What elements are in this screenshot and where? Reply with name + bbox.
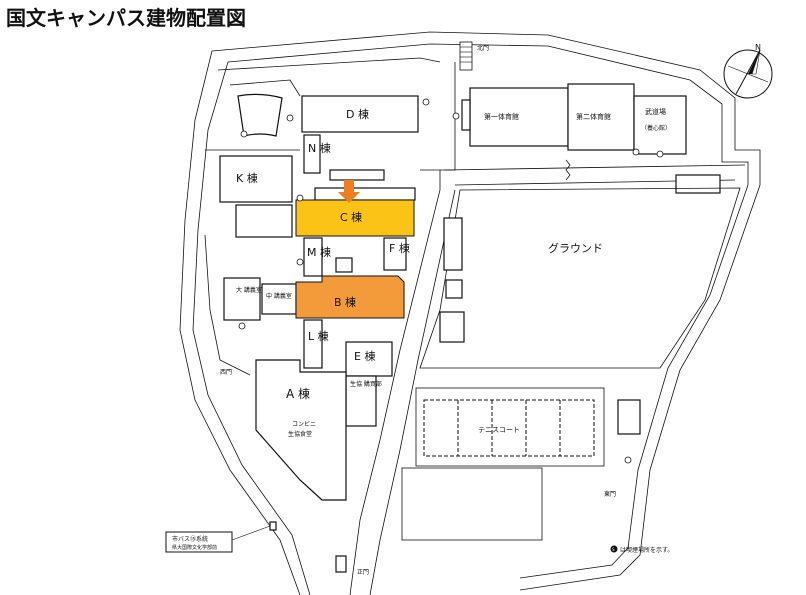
k-building: K 棟 xyxy=(219,155,293,238)
campus-boundary xyxy=(179,31,761,595)
smoking-icon xyxy=(240,130,248,138)
budojo-label: 武道場 xyxy=(645,107,666,116)
large-hall-label: 大 講義室 xyxy=(236,286,262,294)
m-building-label: M 棟 xyxy=(307,245,331,259)
smoking-icon xyxy=(422,98,430,106)
ground-building-2 xyxy=(445,279,463,299)
f-building-label: F 棟 xyxy=(389,241,410,255)
n-building: N 棟 xyxy=(303,134,331,174)
b-building: B 棟 xyxy=(295,275,405,319)
gym2-label: 第二体育館 xyxy=(576,112,611,121)
l-building: L 棟 xyxy=(303,319,329,369)
curved-annex xyxy=(237,93,283,137)
a-building-label: A 棟 xyxy=(286,386,310,401)
west-gate-label: 西門 xyxy=(220,369,232,376)
north-gate: 北門 xyxy=(459,41,489,71)
ground-building-1 xyxy=(443,217,463,271)
gym2-building: 第二体育館 xyxy=(567,83,635,151)
c-building-label: C 棟 xyxy=(340,210,362,224)
bus-shelter xyxy=(269,521,277,531)
convenience-label: コンビニ xyxy=(292,420,316,428)
cafeteria-label: 生協食堂 xyxy=(288,430,312,438)
smoking-icon xyxy=(238,322,246,330)
a-building: A 棟 コンビニ 生協食堂 xyxy=(255,359,347,501)
tennis-clubhouse xyxy=(617,399,641,435)
compass-rose: N xyxy=(723,43,773,99)
ground-area: グラウンド xyxy=(419,187,741,369)
e-building: E 棟 xyxy=(345,341,393,377)
smoking-icon xyxy=(296,194,304,202)
east-gate-label: 東門 xyxy=(604,490,616,498)
bus-stop-name: 県大国際文化学部前 xyxy=(172,544,217,551)
roads xyxy=(204,57,746,595)
smoking-icon xyxy=(656,150,664,158)
medium-hall-building: 中 講義室 xyxy=(261,283,297,315)
compass-north-label: N xyxy=(755,43,761,52)
smoking-icon xyxy=(624,456,632,464)
k-building-label: K 棟 xyxy=(236,171,258,185)
smoking-icon xyxy=(632,148,640,156)
b-building-label: B 棟 xyxy=(334,295,356,309)
medium-hall-label: 中 講義室 xyxy=(266,292,292,300)
north-gate-label: 北門 xyxy=(477,44,489,52)
smoking-icon xyxy=(286,114,294,122)
d-building: D 棟 xyxy=(301,95,419,133)
location-arrow xyxy=(338,180,360,203)
main-gate: 正門 xyxy=(335,555,369,576)
ground-storage xyxy=(675,174,721,194)
map-title: 国文キャンパス建物配置図 xyxy=(6,6,246,30)
stair-m xyxy=(335,257,353,273)
large-hall-building: 大 講義室 xyxy=(223,277,262,321)
budojo-building: 武道場 （養心館） xyxy=(633,95,687,155)
legend: S は喫煙場所を示す。 xyxy=(610,545,673,554)
e-building-label: E 棟 xyxy=(354,349,375,363)
c-building: C 棟 xyxy=(295,199,415,237)
main-gate-label: 正門 xyxy=(357,569,369,576)
smoking-legend-icon xyxy=(610,545,618,553)
smoking-icon xyxy=(296,258,304,266)
tennis-label: テニスコート xyxy=(478,426,520,434)
d-building-label: D 棟 xyxy=(346,107,369,121)
budojo-sublabel: （養心館） xyxy=(641,124,671,132)
l-building-label: L 棟 xyxy=(308,329,329,343)
f-building: F 棟 xyxy=(383,237,410,271)
tennis-area: テニスコート xyxy=(415,387,605,467)
gym-annex xyxy=(461,99,471,131)
smoking-markers xyxy=(238,98,664,464)
gym1-label: 第一体育館 xyxy=(484,112,519,121)
ground-label: グラウンド xyxy=(548,241,603,255)
parking-lot xyxy=(401,467,543,541)
gym1-building: 第一体育館 xyxy=(469,87,569,147)
bus-stop-box: 市バス⑮系統 県大国際文化学部前 xyxy=(165,525,271,553)
legend-symbol: S xyxy=(612,547,615,552)
legend-text: は喫煙場所を示す。 xyxy=(620,546,673,554)
coop-store-building: 生協 購買部 xyxy=(345,375,382,427)
n-building-label: N 棟 xyxy=(308,141,331,155)
smoking-icon xyxy=(452,112,460,120)
coop-store-label: 生協 購買部 xyxy=(350,380,382,388)
bus-line-label: 市バス⑮系統 xyxy=(172,535,208,543)
m-building: M 棟 xyxy=(303,237,331,277)
ground-building-3 xyxy=(439,311,465,343)
corridor-north xyxy=(329,169,385,181)
stair-path xyxy=(565,159,571,181)
corridor-c xyxy=(314,187,416,201)
